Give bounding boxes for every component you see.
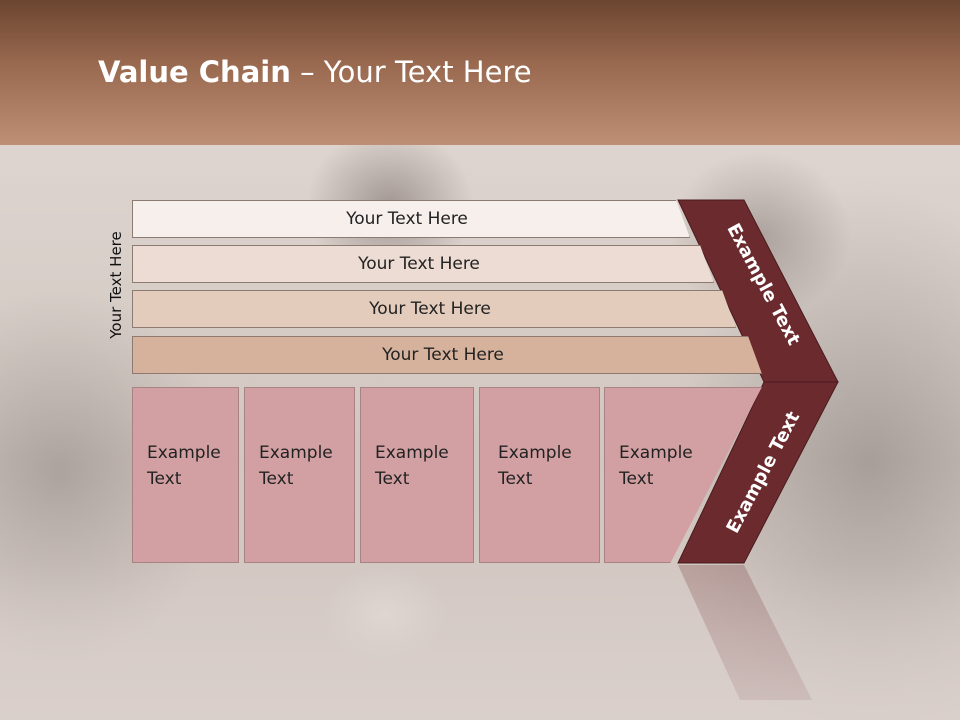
- column-line2: Text: [619, 469, 654, 489]
- column-line1: Example: [147, 443, 221, 463]
- column-line2: Text: [375, 469, 410, 489]
- column-line1: Example: [259, 443, 333, 463]
- primary-bar-3[interactable]: Your Text Here: [132, 290, 736, 328]
- bar-label: Your Text Here: [346, 209, 468, 229]
- bar-label: Your Text Here: [369, 299, 491, 319]
- column-line2: Text: [147, 469, 182, 489]
- reflection-fade: [0, 565, 960, 720]
- column-line1: Example: [498, 443, 572, 463]
- slide-title[interactable]: Value Chain – Your Text Here: [98, 55, 532, 89]
- title-banner: [0, 0, 960, 145]
- support-column-1[interactable]: Example Text: [132, 387, 239, 563]
- column-line1: Example: [375, 443, 449, 463]
- primary-bar-1[interactable]: Your Text Here: [132, 200, 690, 238]
- title-bold: Value Chain: [98, 55, 291, 89]
- bar-label: Your Text Here: [382, 345, 504, 365]
- support-column-2[interactable]: Example Text: [244, 387, 355, 563]
- column-line2: Text: [259, 469, 294, 489]
- chevron-lower[interactable]: [677, 381, 839, 564]
- bar-label: Your Text Here: [358, 254, 480, 274]
- title-rest: – Your Text Here: [290, 55, 532, 89]
- support-column-4[interactable]: Example Text: [479, 387, 600, 563]
- column-line1: Example: [619, 443, 693, 463]
- support-column-3[interactable]: Example Text: [360, 387, 474, 563]
- column-line2: Text: [498, 469, 533, 489]
- primary-bar-4[interactable]: Your Text Here: [132, 336, 762, 374]
- primary-bar-2[interactable]: Your Text Here: [132, 245, 714, 283]
